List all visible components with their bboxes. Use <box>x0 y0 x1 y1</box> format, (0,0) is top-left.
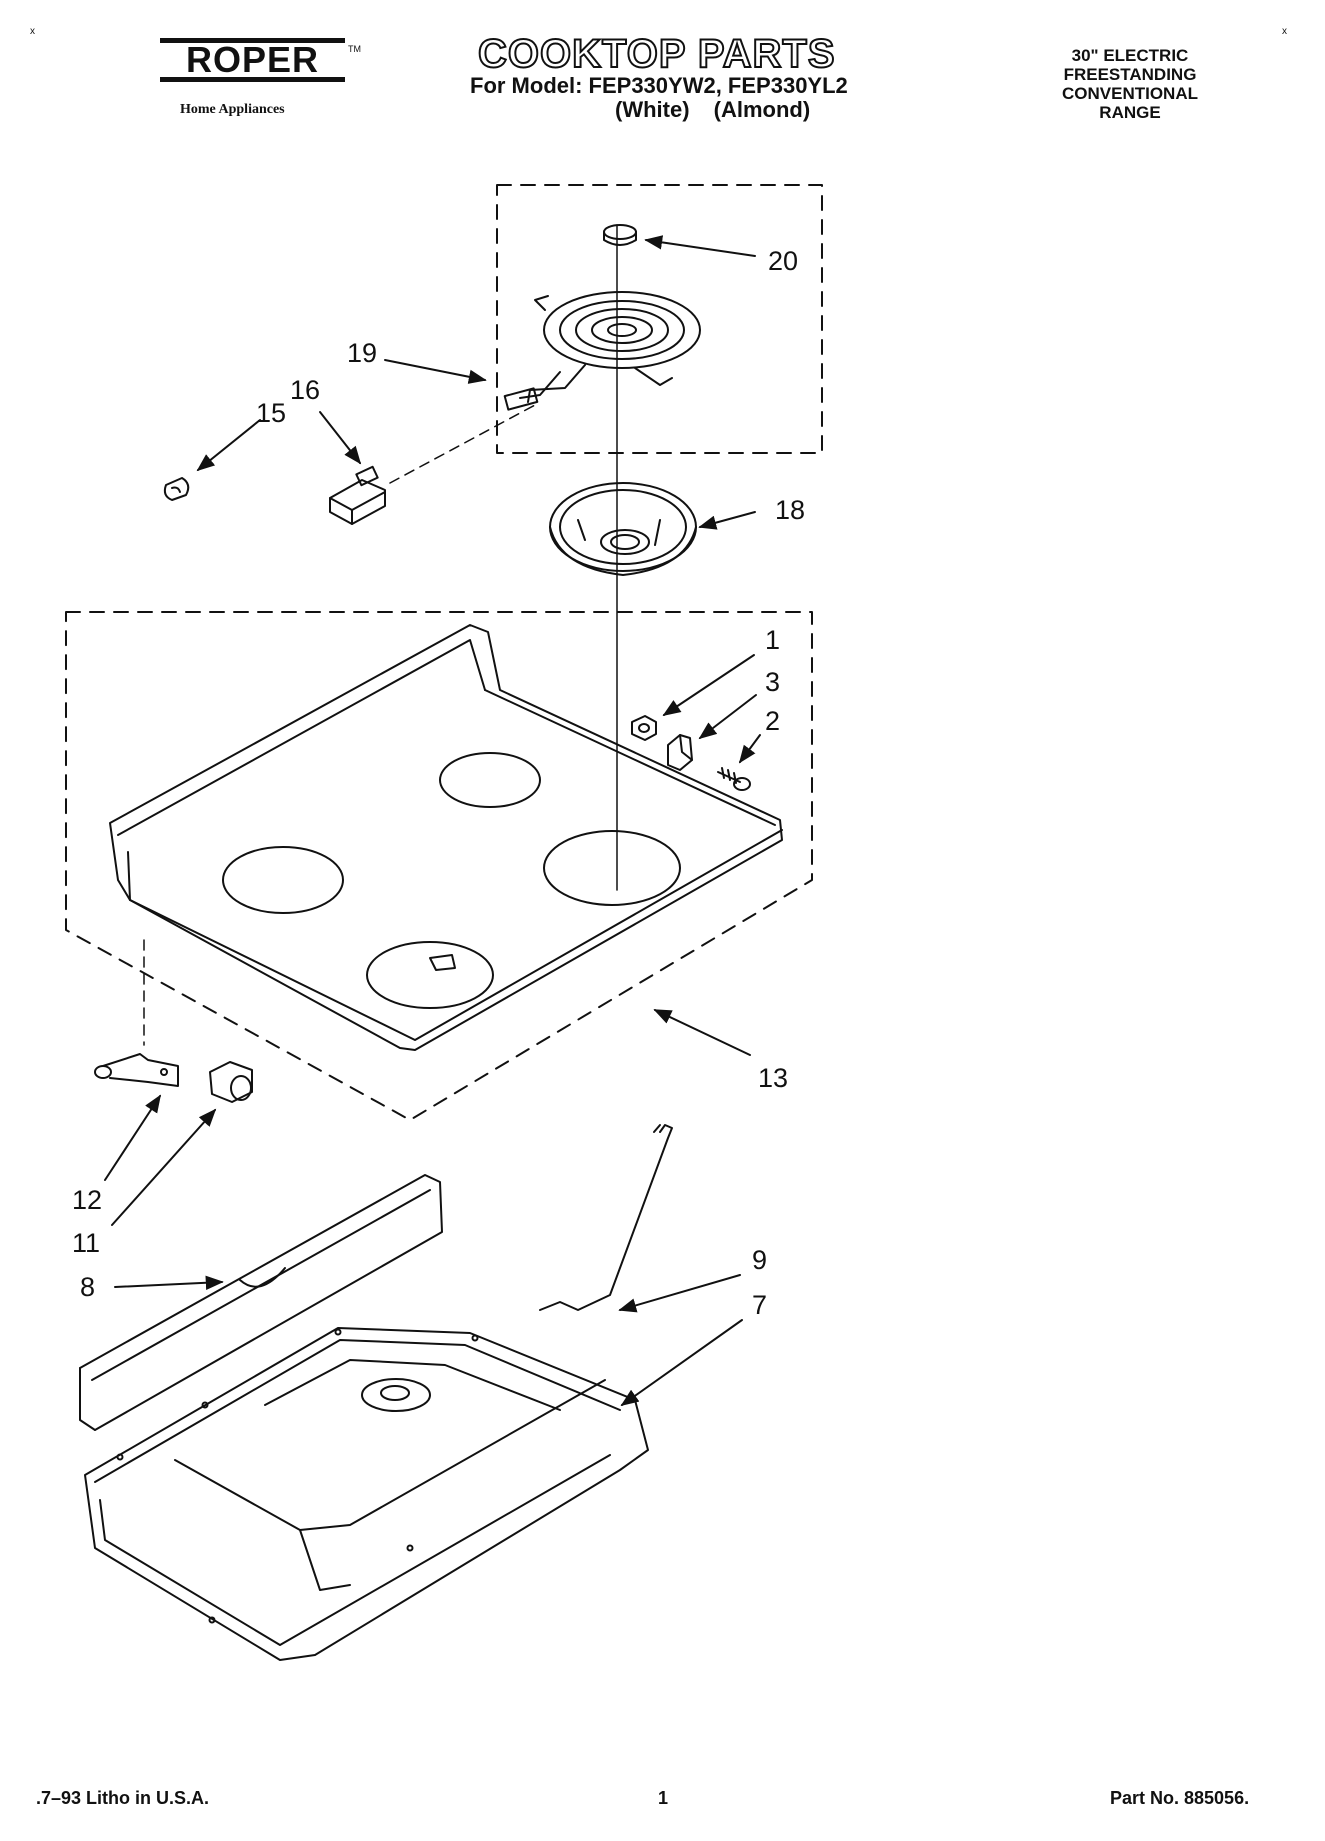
part-3-bracket <box>667 734 693 771</box>
description-line: 30" ELECTRIC <box>1071 46 1189 65</box>
callout-arrow-16 <box>319 411 362 465</box>
callout-label-9: 9 <box>752 1245 768 1275</box>
callout-arrow-18 <box>698 511 756 530</box>
description-line: CONVENTIONAL <box>1062 84 1198 103</box>
callout-label-13: 13 <box>758 1063 789 1093</box>
page-title: COOKTOP PARTS <box>477 32 836 76</box>
callout-arrow-12 <box>104 1094 161 1181</box>
brand-logo: ROPER TM Home Appliances <box>160 38 361 117</box>
cooktop-group-box <box>65 611 813 1121</box>
callout-label-20: 20 <box>768 246 799 276</box>
part-20-cap <box>603 224 637 246</box>
callout-arrow-8 <box>114 1275 224 1290</box>
brand-trademark: TM <box>348 44 361 54</box>
part-number: Part No. 885056. <box>1110 1788 1250 1808</box>
part-9-rod <box>539 1124 673 1311</box>
callout-arrow-1 <box>662 654 755 716</box>
part-1-nut <box>631 715 657 741</box>
part-18-drip-bowl <box>549 482 697 576</box>
callout-label-12: 12 <box>72 1185 103 1215</box>
callout-label-7: 7 <box>752 1290 768 1320</box>
part-16-terminal-block <box>329 465 386 525</box>
model-line: For Model: FEP330YW2, FEP330YL2 <box>470 73 848 98</box>
part-15-clip <box>163 477 190 501</box>
part-13-cooktop <box>109 624 783 1051</box>
callout-arrow-3 <box>698 694 757 740</box>
part-19-surface-element <box>503 291 701 411</box>
part-2-screw <box>717 767 751 791</box>
callout-arrow-7 <box>620 1319 743 1407</box>
callout-label-18: 18 <box>775 495 806 525</box>
callout-label-1: 1 <box>765 625 781 655</box>
callout-label-15: 15 <box>256 398 287 428</box>
callout-arrow-15 <box>196 419 261 472</box>
title-block: COOKTOP PARTS For Model: FEP330YW2, FEP3… <box>470 32 910 122</box>
callout-arrow-11 <box>111 1108 217 1226</box>
callout-label-11: 11 <box>72 1228 101 1258</box>
callout-label-3: 3 <box>765 667 781 697</box>
callout-arrow-2 <box>738 734 761 764</box>
callout-arrow-20 <box>644 235 756 257</box>
callout-label-16: 16 <box>290 375 321 405</box>
callout-label-19: 19 <box>347 338 378 368</box>
product-description: 30" ELECTRIC FREESTANDING CONVENTIONAL R… <box>1030 46 1230 122</box>
brand-name: ROPER <box>160 38 345 82</box>
part-11-bumper <box>209 1061 253 1103</box>
callout-arrow-13 <box>653 1009 751 1056</box>
callout-arrow-19 <box>384 359 487 384</box>
corner-mark-right: x <box>1282 26 1287 37</box>
part-8-channel <box>79 1174 443 1431</box>
callout-label-8: 8 <box>80 1272 96 1302</box>
corner-mark-left: x <box>30 26 35 37</box>
page-number: 1 <box>658 1788 669 1808</box>
part-12-hinge <box>94 1053 179 1087</box>
brand-subtitle: Home Appliances <box>180 102 285 117</box>
description-line: RANGE <box>1099 103 1161 122</box>
part-7-burner-box <box>84 1327 649 1661</box>
callout-arrow-9 <box>618 1274 741 1313</box>
element-group-box <box>496 184 823 454</box>
description-line: FREESTANDING <box>1063 65 1197 84</box>
color-variants: (White) (Almond) <box>615 97 811 122</box>
terminal-connector-line <box>389 404 536 484</box>
callout-label-2: 2 <box>765 706 781 736</box>
litho-note: .7–93 Litho in U.S.A. <box>36 1788 210 1808</box>
